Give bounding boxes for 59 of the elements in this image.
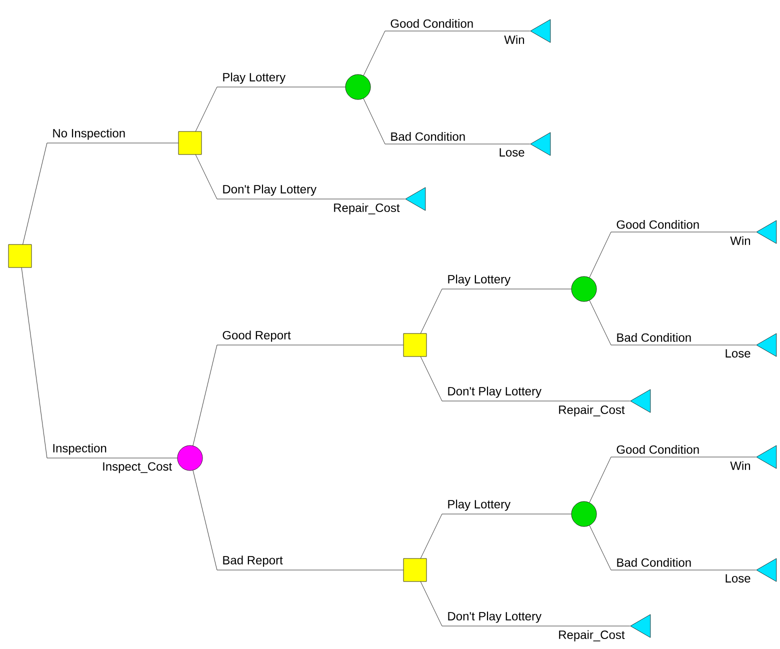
edge-label: Bad Condition: [391, 132, 465, 141]
value-label: Inspect_Cost: [103, 462, 172, 474]
edge-label: No Inspection: [53, 128, 125, 140]
terminal-triangle: [756, 558, 777, 582]
chance-circle: [345, 74, 371, 100]
branch-line: [195, 86, 346, 132]
terminal-triangle: [756, 445, 777, 469]
terminal-triangle: [630, 614, 651, 638]
chance-circle: [571, 276, 597, 302]
branch-line: [420, 288, 572, 334]
edge-label: Don't Play Lottery: [448, 386, 542, 398]
value-label: Repair_Cost: [334, 203, 400, 214]
branch-line: [420, 582, 630, 626]
value-label: Win: [504, 35, 524, 44]
branch-line: [21, 268, 178, 458]
branch-line: [589, 232, 756, 278]
branch-line: [22, 142, 178, 244]
edge-label: Good Report: [222, 330, 291, 342]
value-label: Win: [730, 461, 750, 470]
terminal-triangle: [756, 220, 777, 244]
terminal-triangle: [756, 333, 777, 357]
decision-square: [178, 131, 202, 155]
terminal-triangle: [405, 187, 426, 211]
branch-line: [195, 154, 406, 200]
terminal-triangle: [530, 132, 551, 156]
value-label: Lose: [726, 349, 750, 358]
chance-circle: [571, 501, 597, 527]
branch-line: [589, 525, 756, 570]
branch-line: [363, 98, 530, 144]
edge-label: Bad Report: [223, 556, 283, 567]
edge-label: Bad Condition: [617, 333, 691, 342]
edge-label: Don't Play Lottery: [448, 612, 542, 623]
value-label: Repair_Cost: [559, 630, 625, 642]
value-label: Win: [730, 236, 750, 245]
branch-line: [589, 456, 756, 503]
chance-circle: [177, 445, 203, 471]
edge-label: Bad Condition: [617, 558, 691, 567]
branch-line: [420, 356, 630, 402]
edge-label: Good Condition: [616, 445, 699, 454]
terminal-triangle: [530, 19, 551, 43]
branch-line: [192, 344, 404, 446]
terminal-triangle: [630, 389, 651, 413]
edge-label: Don't Play Lottery: [223, 184, 316, 196]
decision-square: [403, 558, 427, 582]
edge-label: Good Condition: [390, 19, 473, 28]
branch-line: [589, 300, 756, 346]
value-label: Lose: [500, 148, 524, 157]
branch-line: [363, 30, 530, 76]
edge-label: Play Lottery: [448, 274, 511, 286]
branch-line: [192, 470, 404, 570]
branch-line: [420, 514, 572, 558]
edge-label: Play Lottery: [223, 72, 286, 84]
decision-square: [8, 244, 32, 268]
value-label: Repair_Cost: [559, 405, 625, 416]
decision-square: [403, 333, 427, 357]
edge-label: Play Lottery: [448, 500, 511, 511]
value-label: Lose: [726, 574, 750, 583]
edge-label: Inspection: [53, 444, 106, 455]
edge-label: Good Condition: [616, 220, 699, 229]
